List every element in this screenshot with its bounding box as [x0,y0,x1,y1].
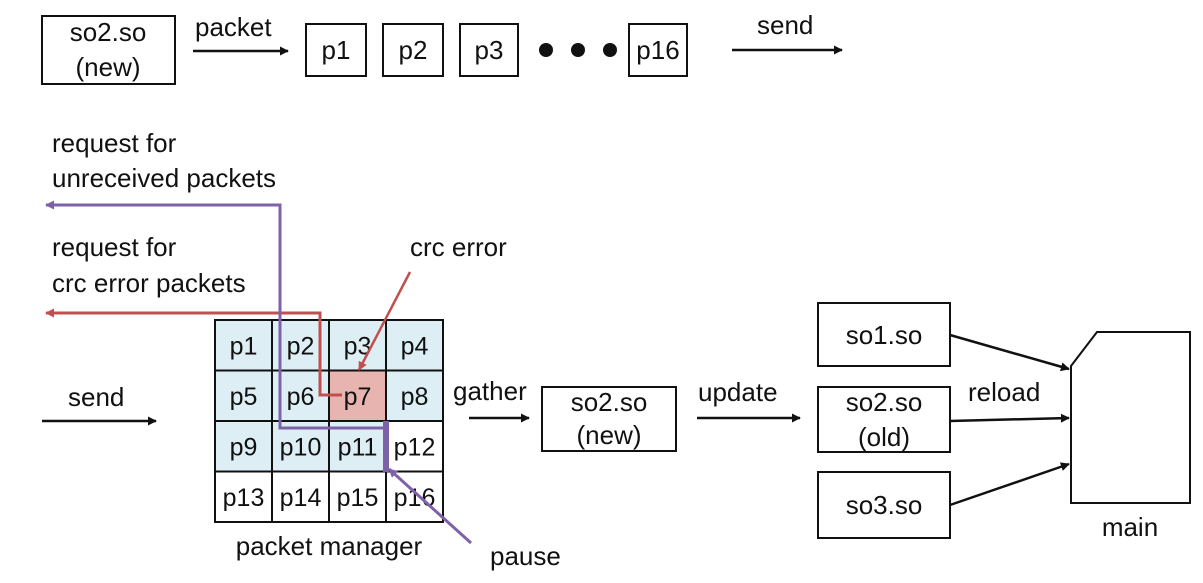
request-labels: request for unreceived packets request f… [52,128,276,298]
packet-manager-caption: packet manager [236,531,423,561]
source-box-line2: (new) [75,52,140,82]
pause-pointer [387,467,473,545]
grid-cell-p15 [328,470,387,523]
main-device-shape [1070,331,1191,504]
request-unreceived-line1: request for [52,128,177,158]
grid-cell-label-p12: p12 [394,433,436,461]
module-box-so1 [817,302,951,367]
grid-cell-label-p8: p8 [401,383,429,411]
gather-label: gather [453,376,527,406]
pause-label: pause [490,541,561,571]
request-crc-line1: request for [52,232,177,262]
packet-box-p16 [628,23,688,77]
module-so3-label: so3.so [846,490,923,520]
grid-cell-label-p7: p7 [344,383,372,411]
gathered-box-line2: (new) [576,420,641,450]
ellipsis-dot-2 [571,43,585,57]
grid-cell-label-p4: p4 [401,332,429,360]
grid-cell-p12 [385,420,444,473]
unreceived-request-path [45,200,386,430]
request-unreceived-line2: unreceived packets [52,163,276,193]
update-label: update [698,377,778,407]
packet-label: packet [195,12,272,42]
module-so2-line1: so2.so [846,387,923,417]
grid-cell-label-p16: p16 [394,484,436,512]
gathered-box-line1: so2.so [571,387,648,417]
module-so1-label: so1.so [846,320,923,350]
ellipsis-dot-3 [603,43,617,57]
packet-label-p2: p2 [399,35,428,65]
ellipsis-dot-1 [539,43,553,57]
grid-cell-p14 [271,470,330,523]
grid-cell-p16 [385,470,444,523]
grid-cell-label-p5: p5 [230,383,258,411]
grid-cell-label-p13: p13 [223,484,265,512]
module-so2-line2: (old) [858,422,910,452]
top-send-label: send [757,10,813,40]
grid-cell-label-p1: p1 [230,332,258,360]
packet-label-p16: p16 [636,35,679,65]
crc-request-path [45,308,342,397]
reload-arrow-so1 [949,333,1070,372]
grid-cell-label-p6: p6 [287,383,315,411]
source-box [41,15,176,85]
packet-label-p1: p1 [322,35,351,65]
source-box-line1: so2.so [70,17,147,47]
packet-label-p3: p3 [475,35,504,65]
module-box-so3 [817,471,951,539]
packet-box-p2 [382,23,444,77]
grid-cell-p13 [214,470,273,523]
grid-cell-label-p9: p9 [230,433,258,461]
top-row: so2.so (new) packet p1 p2 p3 p16 send [41,10,843,85]
grid-cell-label-p15: p15 [337,484,379,512]
gathered-box [541,386,677,452]
request-crc-line2: crc error packets [52,268,246,298]
packet-box-p1 [305,23,367,77]
grid-send-label: send [68,382,124,412]
grid-cell-label-p10: p10 [280,433,322,461]
packet-box-p3 [459,23,519,77]
reload-label: reload [968,377,1040,407]
main-label: main [1102,512,1158,542]
crc-error-label: crc error [410,232,507,262]
grid-cell-p4 [385,319,444,372]
reload-arrow-so2 [949,413,1070,423]
reload-arrow-so3 [949,462,1070,507]
crc-error-pointer [357,271,412,371]
grid-cell-label-p2: p2 [287,332,315,360]
grid-cell-p1 [214,319,273,372]
grid-cell-label-p11: p11 [338,433,378,461]
module-box-so2 [817,386,951,453]
grid-cell-label-p14: p14 [280,484,322,512]
